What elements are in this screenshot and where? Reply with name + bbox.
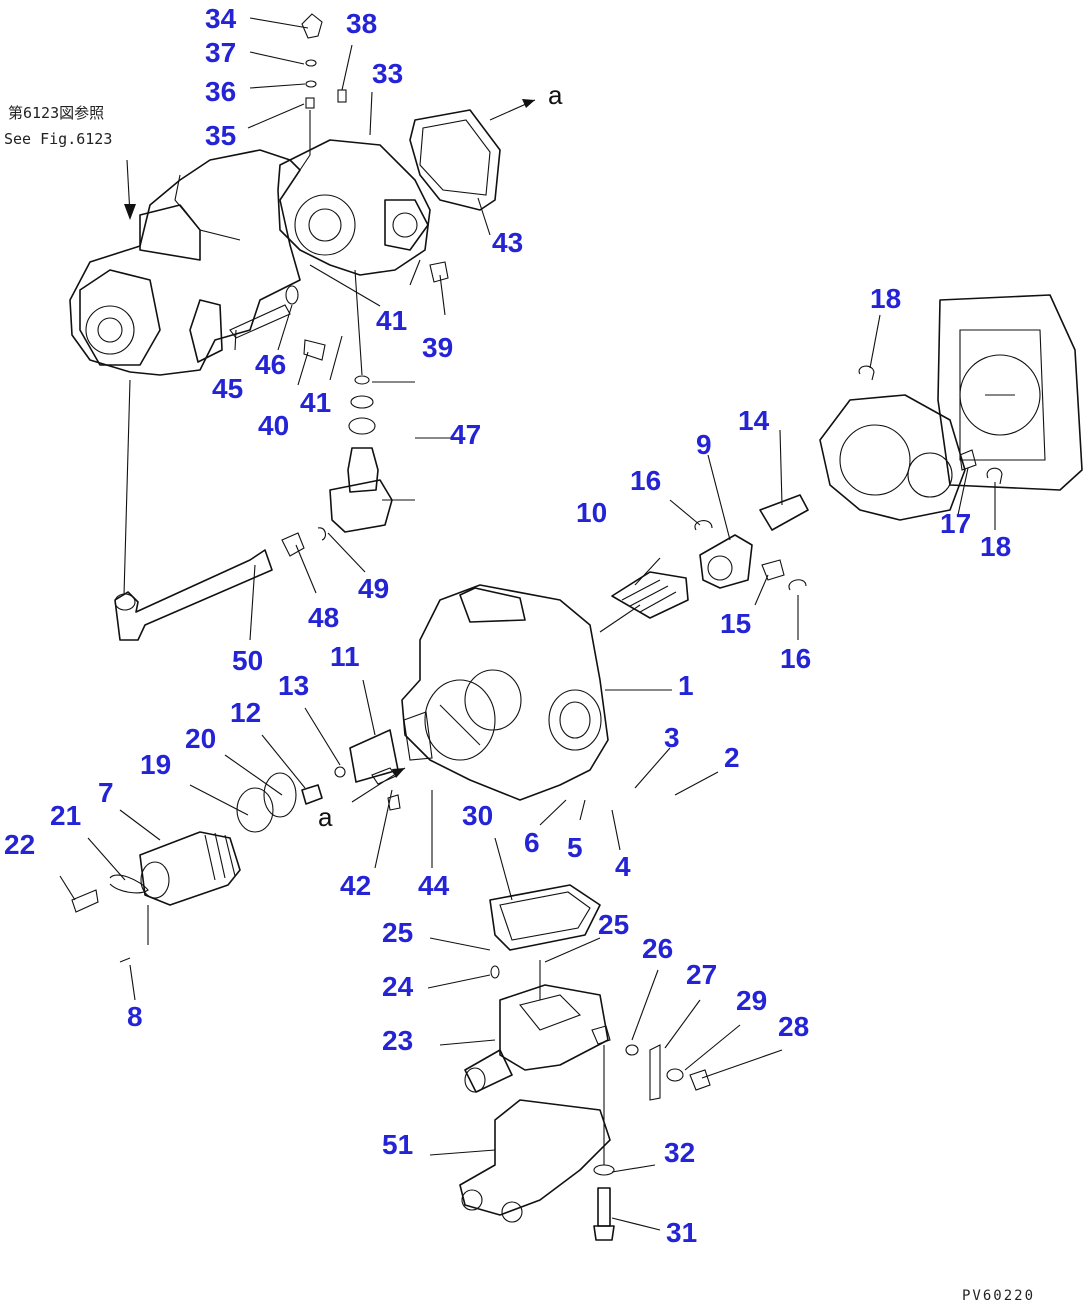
callout-21: 21 [50,800,81,831]
main-valve-body [401,294,1083,801]
callout-6: 6 [524,827,540,858]
callout-32: 32 [664,1137,695,1168]
callout-48: 48 [308,602,339,633]
callout-24: 24 [382,971,414,1002]
callout-11: 11 [330,641,360,672]
callout-39: 39 [422,332,453,363]
reference-note-jp: 第6123図参照 [8,104,104,122]
callout-44: 44 [418,870,450,901]
callout-40: 40 [258,410,289,441]
callout-25-right: 25 [598,909,629,940]
callout-1: 1 [678,670,694,701]
callout-19: 19 [140,749,171,780]
callout-8: 8 [127,1001,143,1032]
callout-41-top: 41 [376,305,407,336]
callout-51: 51 [382,1129,413,1160]
callout-25-left: 25 [382,917,413,948]
pump-assembly-upper [69,13,501,376]
callout-13: 13 [278,670,309,701]
solenoid-assembly-left [71,729,401,963]
callout-23: 23 [382,1025,413,1056]
callout-28: 28 [778,1011,809,1042]
callout-30: 30 [462,800,493,831]
callout-12: 12 [230,697,261,728]
callout-3: 3 [664,722,680,753]
callout-16-bottom: 16 [780,643,811,674]
drawing-code: PV60220 [962,1288,1035,1303]
callout-50: 50 [232,645,263,676]
callout-7: 7 [98,777,114,808]
section-marker-a-left: a [318,802,333,832]
reference-note: 第6123図参照 See Fig.6123 [4,104,112,148]
callout-15: 15 [720,608,751,639]
callout-22: 22 [4,829,35,860]
callout-18-top: 18 [870,283,901,314]
callout-35: 35 [205,120,236,151]
section-marker-a-top: a [548,80,563,110]
callout-9: 9 [696,429,712,460]
callout-34: 34 [205,3,237,34]
callout-38: 38 [346,8,377,39]
leader-lines [59,17,996,1231]
relief-valve-stack [114,375,393,641]
callout-46: 46 [255,349,286,380]
callout-37: 37 [205,37,236,68]
callout-26: 26 [642,933,673,964]
callout-49: 49 [358,573,389,604]
callout-41-bottom: 41 [300,387,331,418]
reference-note-en: See Fig.6123 [4,130,112,148]
callout-4: 4 [615,851,631,882]
callout-5: 5 [567,832,583,863]
callout-36: 36 [205,76,236,107]
callout-47: 47 [450,419,481,450]
callout-27: 27 [686,959,717,990]
callout-43: 43 [492,227,523,258]
callout-18-bottom: 18 [980,531,1011,562]
callout-33: 33 [372,58,403,89]
callout-numbers: 34 37 36 35 38 33 43 18 14 9 16 10 17 18… [4,3,1011,1248]
callout-20: 20 [185,723,216,754]
callout-45: 45 [212,373,243,404]
lower-cover-assembly [459,884,711,1241]
callout-14: 14 [738,405,770,436]
callout-31: 31 [666,1217,697,1248]
callout-16-top: 16 [630,465,661,496]
callout-2: 2 [724,742,740,773]
callout-29: 29 [736,985,767,1016]
callout-10: 10 [576,497,607,528]
callout-17: 17 [940,508,971,539]
callout-42: 42 [340,870,371,901]
